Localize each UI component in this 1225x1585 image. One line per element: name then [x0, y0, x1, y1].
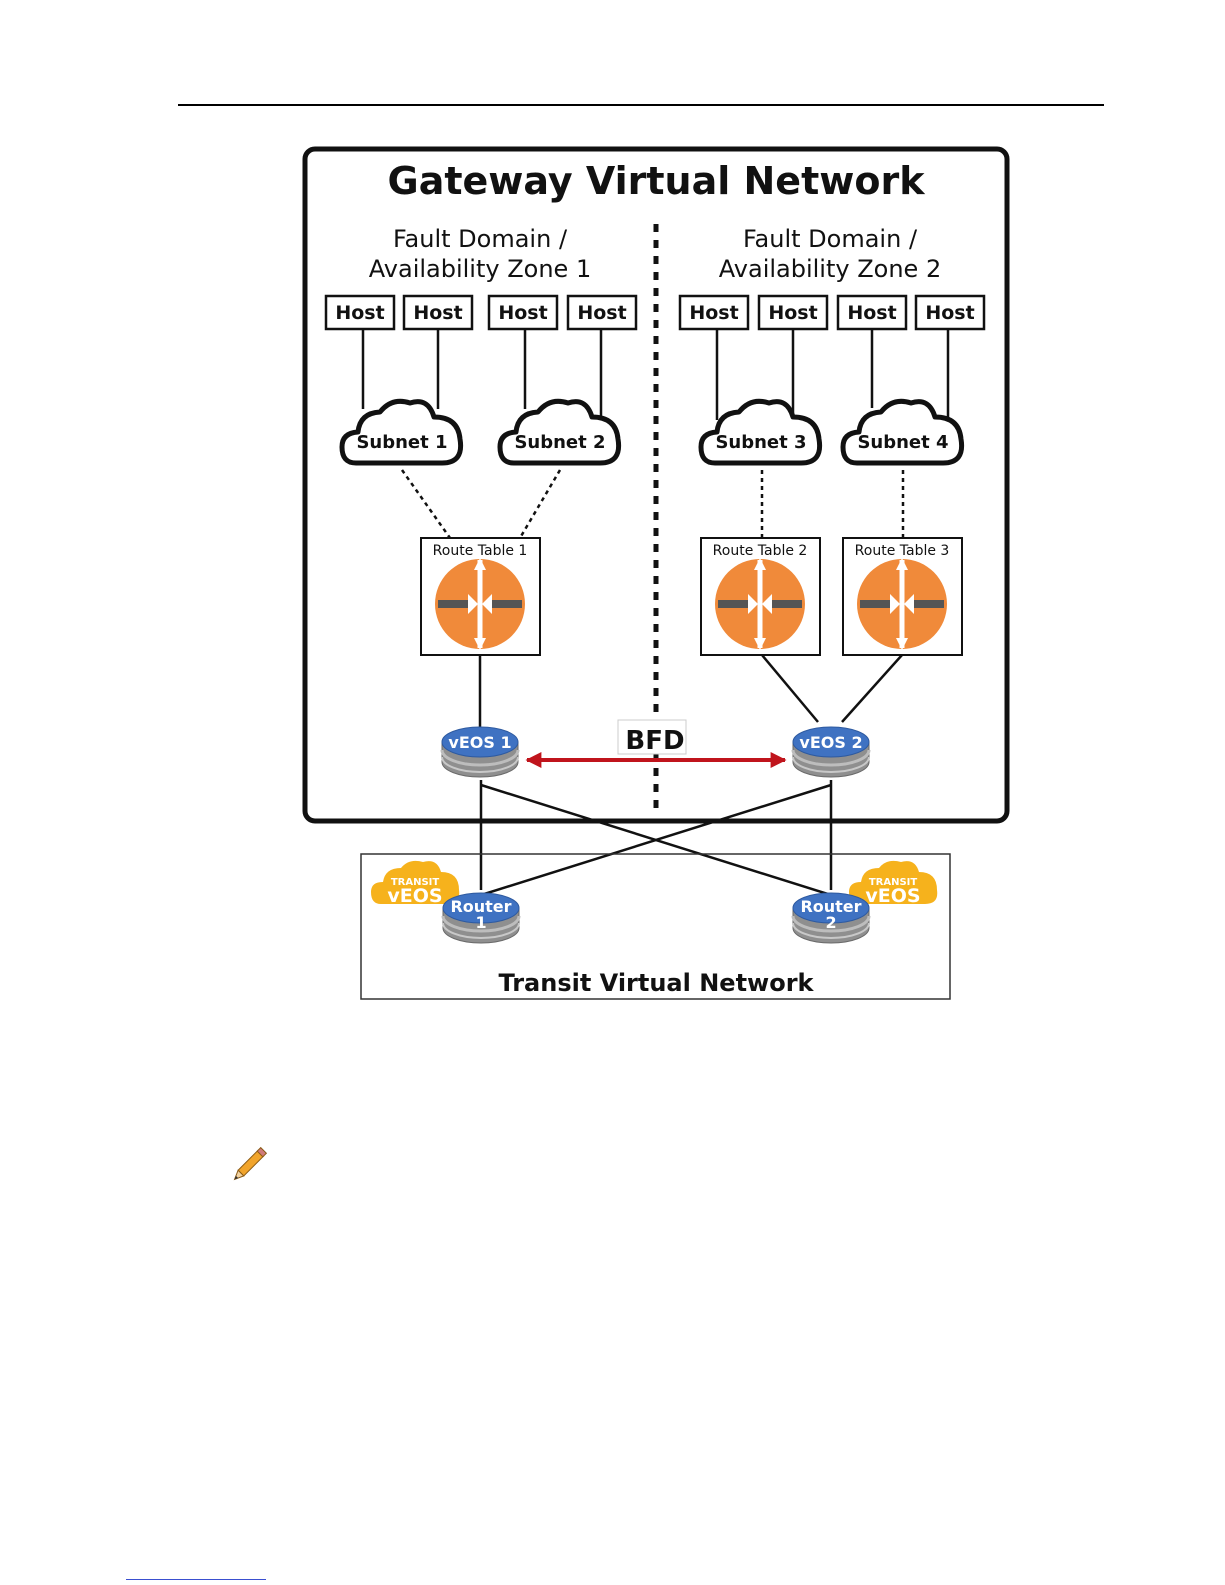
svg-text:vEOS 1: vEOS 1 [448, 733, 511, 752]
svg-text:Route Table 2: Route Table 2 [713, 543, 808, 559]
bfd-label: BFD [625, 726, 684, 756]
host-box: Host [680, 296, 748, 329]
subnet-cloud: Subnet 3 [701, 401, 820, 463]
route-veos-links [480, 655, 902, 727]
host-box: Host [759, 296, 827, 329]
svg-text:Host: Host [847, 302, 896, 324]
subnet-cloud: Subnet 4 [843, 401, 962, 463]
route-table-1: Route Table 1 [421, 538, 540, 655]
svg-text:Host: Host [413, 302, 462, 324]
transit-title: Transit Virtual Network [498, 969, 814, 997]
zone-2-title-line1: Fault Domain / [743, 225, 918, 253]
zone-1-title-line1: Fault Domain / [393, 225, 568, 253]
svg-text:Route Table 3: Route Table 3 [855, 543, 950, 559]
host-box: Host [326, 296, 394, 329]
host-box: Host [838, 296, 906, 329]
svg-text:Host: Host [768, 302, 817, 324]
svg-text:Host: Host [498, 302, 547, 324]
veos-1-node: vEOS 1 [442, 727, 518, 777]
route-table-3: Route Table 3 [843, 538, 962, 655]
svg-text:Host: Host [335, 302, 384, 324]
route-table-2: Route Table 2 [701, 538, 820, 655]
svg-text:Subnet 1: Subnet 1 [356, 432, 447, 453]
svg-text:Route Table 1: Route Table 1 [433, 543, 528, 559]
host-box: Host [916, 296, 984, 329]
subnet-cloud: Subnet 1 [342, 401, 461, 463]
svg-text:vEOS: vEOS [865, 885, 920, 907]
footer-rule [126, 1579, 266, 1580]
router-2-node: Router 2 [793, 893, 869, 943]
svg-text:2: 2 [825, 913, 836, 932]
veos-2-node: vEOS 2 [793, 727, 869, 777]
svg-text:1: 1 [475, 913, 486, 932]
transit-veos-badge: TRANSIT vEOS [371, 861, 459, 907]
svg-text:Host: Host [689, 302, 738, 324]
svg-text:vEOS: vEOS [387, 885, 442, 907]
subnet-route-links [402, 470, 903, 538]
zone-2-title-line2: Availability Zone 2 [719, 255, 941, 283]
svg-text:Host: Host [577, 302, 626, 324]
svg-text:Subnet 3: Subnet 3 [715, 432, 806, 453]
gateway-title: Gateway Virtual Network [388, 159, 926, 203]
router-1-node: Router 1 [443, 893, 519, 943]
host-box: Host [489, 296, 557, 329]
pencil-icon [232, 1148, 267, 1183]
svg-text:vEOS 2: vEOS 2 [799, 733, 862, 752]
svg-text:Host: Host [925, 302, 974, 324]
transit-links [481, 780, 831, 895]
host-box: Host [568, 296, 636, 329]
svg-text:Subnet 4: Subnet 4 [857, 432, 948, 453]
svg-text:Subnet 2: Subnet 2 [514, 432, 605, 453]
host-box: Host [404, 296, 472, 329]
zone-1-title-line2: Availability Zone 1 [369, 255, 591, 283]
